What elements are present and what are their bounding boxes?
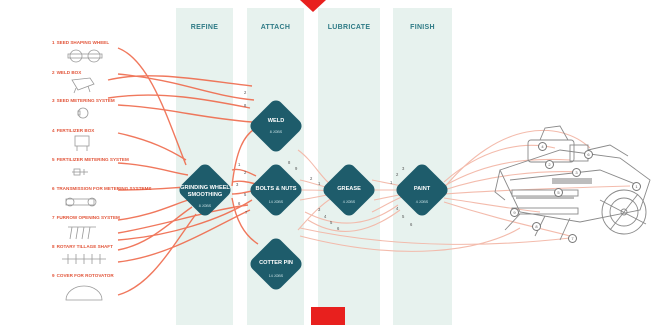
process-jobs: 8 JOBS	[198, 204, 212, 208]
flow-number: 1	[390, 180, 393, 185]
metering-icon	[77, 107, 89, 119]
machine-marker: 3	[572, 168, 581, 177]
process-title: WELD	[267, 118, 285, 124]
machine-marker: 4	[538, 142, 547, 151]
flow-number: 3	[236, 182, 239, 187]
flow-number: 9	[295, 166, 298, 171]
machine-marker: 1	[632, 182, 641, 191]
flow-number: 4	[396, 206, 399, 211]
flow-number: 4	[324, 214, 327, 219]
column-header-refine: REFINE	[190, 24, 219, 31]
process-title: BOLTS & NUTS	[255, 186, 297, 192]
box-icon	[74, 135, 90, 151]
flow-number: 6	[337, 226, 340, 231]
flow-number: 3	[402, 166, 405, 171]
machine-marker: 8	[532, 222, 541, 231]
flow-number: 5	[330, 220, 333, 225]
flow-number: 2	[244, 90, 247, 95]
flow-number: 2	[244, 170, 247, 175]
process-node-cotter: COTTER PIN 14 JOBS	[247, 235, 305, 293]
opener-icon	[68, 226, 96, 240]
column-header-lubricate: LUBRICATE	[327, 24, 371, 31]
process-node-paint: PAINT 4 JOBS	[393, 161, 451, 219]
flow-number: 5	[244, 192, 247, 197]
machine-marker: 6	[584, 150, 593, 159]
cover-icon	[65, 285, 103, 301]
column-header-finish: FINISH	[410, 24, 435, 31]
process-jobs: 8 JOBS	[269, 130, 283, 134]
gear-icon	[65, 197, 97, 207]
flow-number: 2	[310, 176, 313, 181]
metering-icon	[72, 168, 88, 176]
flow-number: 2	[396, 172, 399, 177]
process-jobs: 4 JOBS	[342, 200, 356, 204]
flow-number: 1	[238, 162, 241, 167]
flow-number: 5	[402, 214, 405, 219]
process-title: PAINT	[413, 186, 431, 192]
bottom-marker	[311, 307, 345, 325]
flow-number: 7	[245, 210, 248, 215]
process-node-grinding: GRINDING WHEEL SMOOTHING 8 JOBS	[176, 161, 234, 219]
process-node-weld: WELD 8 JOBS	[247, 97, 305, 155]
process-node-bolts: BOLTS & NUTS 14 JOBS	[247, 161, 305, 219]
wheel-icon	[67, 49, 103, 63]
flow-number: 8	[288, 160, 291, 165]
column-header-attach: ATTACH	[260, 24, 291, 31]
process-title: GREASE	[337, 186, 361, 192]
flow-number: 6	[410, 222, 413, 227]
process-title: COTTER PIN	[259, 260, 293, 266]
machine-marker: 9	[510, 208, 519, 217]
flow-number: 6	[238, 201, 241, 206]
process-jobs: 14 JOBS	[268, 274, 284, 278]
process-jobs: 14 JOBS	[268, 200, 284, 204]
machine-marker: 7	[568, 234, 577, 243]
weld-box-icon	[71, 77, 95, 94]
top-marker	[300, 0, 326, 12]
process-node-grease: GREASE 4 JOBS	[320, 161, 378, 219]
shaft-icon	[62, 254, 106, 264]
flow-number: 3	[318, 207, 321, 212]
machine-marker: 5	[554, 188, 563, 197]
process-jobs: 4 JOBS	[415, 200, 429, 204]
machine-marker: 2	[545, 160, 554, 169]
process-title: GRINDING WHEEL SMOOTHING	[180, 185, 230, 198]
flow-number: 1	[318, 181, 321, 186]
flow-number: 8	[244, 103, 247, 108]
